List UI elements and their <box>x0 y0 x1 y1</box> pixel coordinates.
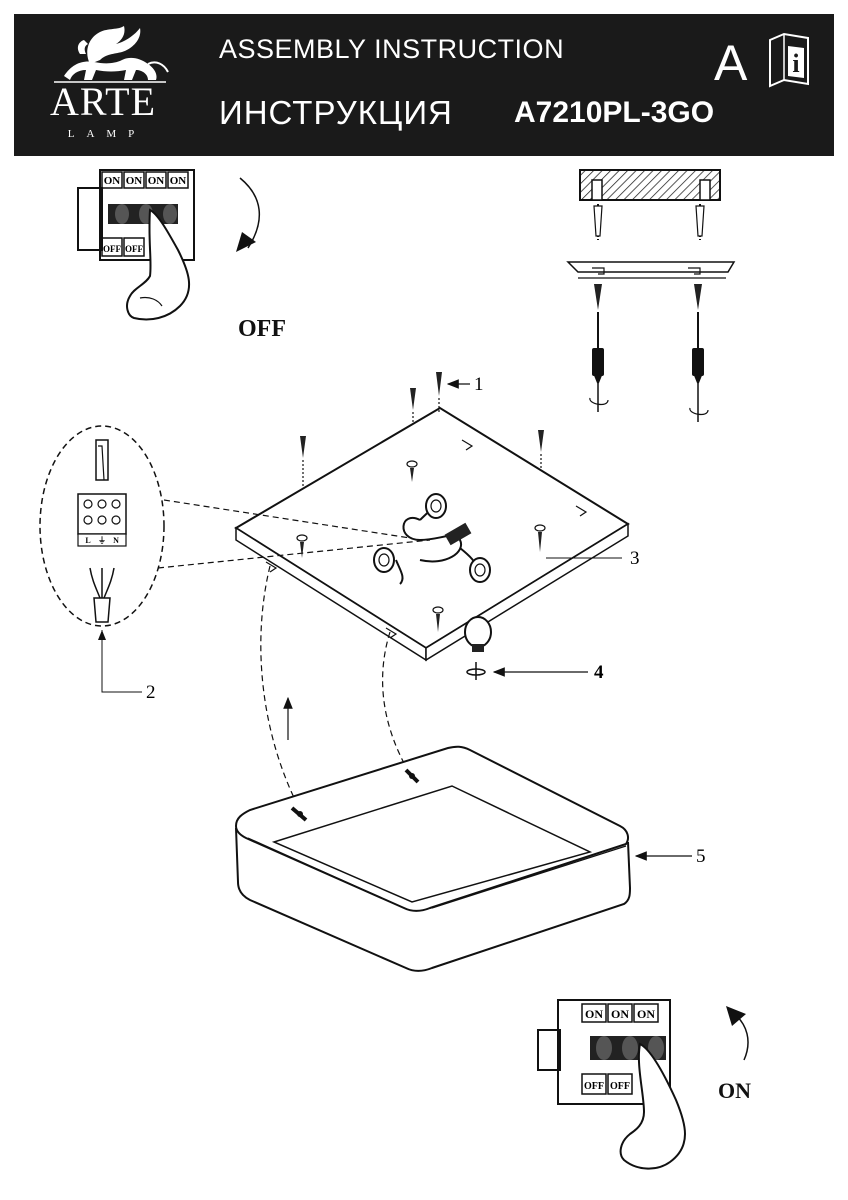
on-caption: ON <box>718 1078 751 1103</box>
screw-set-top <box>300 372 544 486</box>
on-arrow-head <box>726 1006 746 1026</box>
breaker-panel-on <box>537 999 686 1170</box>
title-english: ASSEMBLY INSTRUCTION <box>219 34 565 64</box>
title-russian: ИНСТРУКЦИЯ <box>219 94 453 131</box>
brand-name: ARTE <box>49 79 157 124</box>
info-letter: i <box>792 49 799 78</box>
on-panel-on-label-3: ON <box>637 1007 655 1021</box>
leader-callout-2 <box>101 630 142 693</box>
callout-3: 3 <box>630 548 640 569</box>
model-number: A7210PL-3GO <box>514 96 715 129</box>
info-book-icon: i <box>769 32 809 88</box>
terminal-n-label: N <box>113 536 119 545</box>
guide-line-left <box>260 565 299 807</box>
wall-plug-right <box>695 204 705 240</box>
brand-subtitle: LAMP <box>67 128 147 140</box>
terminal-ground-label: ⏚ <box>98 536 106 545</box>
on-panel-on-label-2: ON <box>611 1007 629 1021</box>
document-letter: A <box>714 35 748 91</box>
ceiling-mount-detail <box>566 169 736 422</box>
callout-1: 1 <box>474 374 484 395</box>
callout-2: 2 <box>146 682 156 703</box>
griffin-logo-icon <box>54 26 169 83</box>
off-panel-on-label-2: ON <box>126 175 143 187</box>
wiring-inset <box>39 425 165 627</box>
off-caption: OFF <box>238 316 286 342</box>
guide-line-right <box>382 631 411 775</box>
terminal-l-label: L <box>85 536 90 545</box>
inset-connector-bottom <box>157 539 431 569</box>
washer-screw <box>466 662 486 680</box>
screw-set-plate <box>296 460 546 632</box>
off-panel-on-label-4: ON <box>170 175 187 187</box>
on-panel-off-label-1: OFF <box>584 1081 604 1092</box>
off-arrow-head <box>236 232 256 252</box>
lamp-sockets-wiring <box>373 493 491 585</box>
callout-5: 5 <box>696 846 706 867</box>
off-panel-off-label-2: OFF <box>125 244 143 254</box>
breaker-panel-off <box>77 169 195 321</box>
wall-plug-left <box>593 204 603 240</box>
lamp-shade-frame <box>234 745 632 972</box>
mounting-base-plate <box>234 406 630 662</box>
off-panel-on-label-1: ON <box>104 175 121 187</box>
on-panel-off-label-2: OFF <box>610 1081 630 1092</box>
on-panel-on-label-1: ON <box>585 1007 603 1021</box>
inset-connector-top <box>163 499 411 539</box>
header-banner: ARTE LAMP ASSEMBLY INSTRUCTION ИНСТРУКЦИ… <box>14 14 834 156</box>
off-panel-on-label-3: ON <box>148 175 165 187</box>
callout-4: 4 <box>594 662 604 683</box>
off-panel-off-label-1: OFF <box>103 244 121 254</box>
bulb <box>464 616 492 652</box>
